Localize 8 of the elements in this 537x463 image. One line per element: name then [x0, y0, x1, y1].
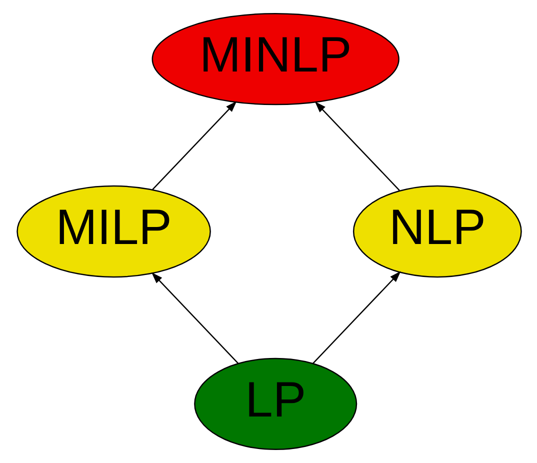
- node-ellipse: MILP: [16, 185, 210, 278]
- arrow: [312, 271, 400, 364]
- arrow: [151, 272, 238, 364]
- arrow: [152, 101, 236, 190]
- node-ellipse: MINLP: [151, 12, 399, 106]
- node-ellipse: LP: [194, 358, 357, 450]
- arrow: [314, 102, 400, 191]
- node-ellipse: NLP: [352, 185, 522, 278]
